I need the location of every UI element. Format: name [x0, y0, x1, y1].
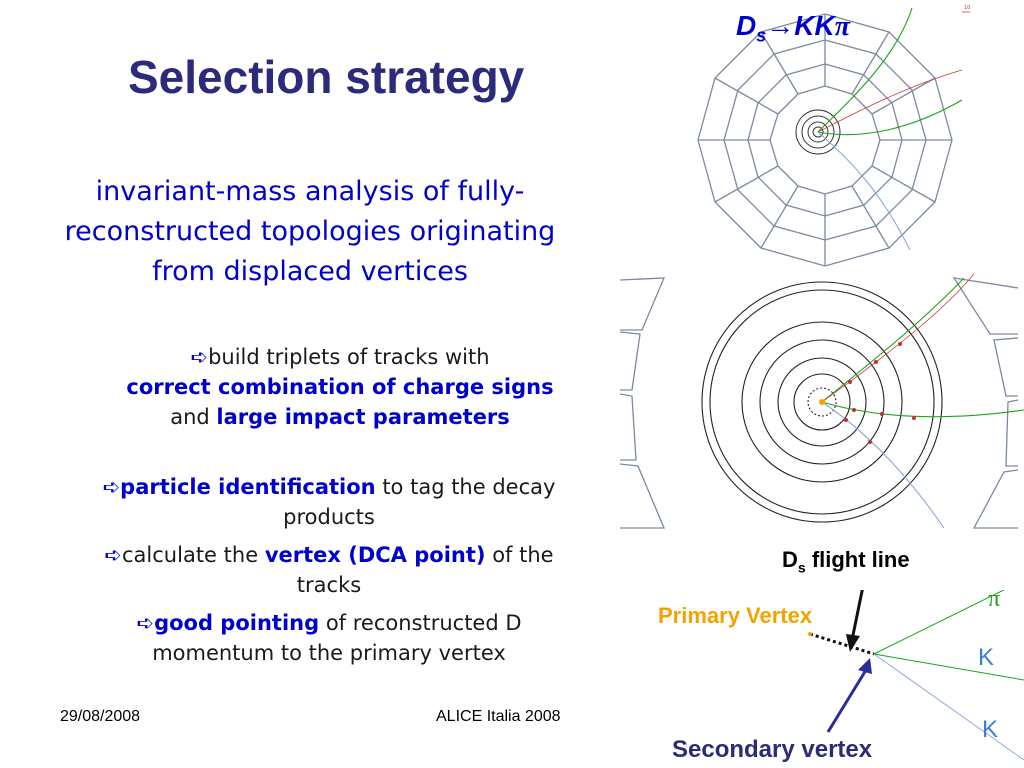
sub1-bold1: correct combination of charge signs: [126, 375, 554, 399]
sub2-post: to tag the decay products: [283, 475, 556, 529]
sub-bullet-pointing: ➪good pointing of reconstructed D moment…: [84, 608, 574, 668]
track-k1-label: K: [978, 644, 995, 671]
primary-vertex-label: Primary Vertex: [658, 603, 813, 628]
sub3-bold: vertex (DCA point): [264, 543, 486, 567]
flight-d: D: [782, 547, 798, 572]
main-bullet: invariant-mass analysis of fully-reconst…: [64, 176, 556, 287]
arrow-icon: ➪: [190, 345, 209, 369]
slide-title: Selection strategy: [128, 51, 525, 103]
vertex-dot: [819, 399, 825, 405]
sub-bullet-pid: ➪particle identification to tag the deca…: [84, 472, 574, 532]
flight-line: [809, 632, 875, 656]
zoom-tracks: [821, 273, 1024, 529]
track-lines: [817, 7, 963, 251]
sub2-bold: particle identification: [120, 475, 376, 499]
flight-s: s: [797, 559, 806, 576]
footer-event: ALICE Italia 2008: [436, 708, 561, 725]
secondary-vertex-arrowhead: [858, 658, 872, 674]
detector-zoom-view: [619, 273, 1024, 529]
sub1-mid: and: [170, 405, 210, 429]
track-kaon1: [873, 653, 1024, 681]
arrow-icon: ➪: [102, 475, 121, 499]
secondary-vertex-pointer: [826, 669, 868, 733]
flight-rest: flight line: [811, 547, 910, 572]
secondary-vertex-label: Secondary vertex: [672, 736, 873, 763]
flight-line-arrowhead: [846, 634, 860, 652]
detector-wireframe: [697, 13, 953, 267]
sub-bullet-vertex: ➪calculate the vertex (DCA point) of the…: [84, 540, 574, 600]
sub4-post: of reconstructed D momentum to the prima…: [152, 611, 522, 665]
decay-label: Ds→KKπ: [736, 10, 850, 47]
sub1-bold2: large impact parameters: [216, 405, 510, 429]
decay-arrow: →: [766, 10, 795, 41]
decay-s: s: [756, 25, 767, 46]
primary-vertex-point: [808, 632, 812, 636]
detector-end-view: 100: [697, 5, 970, 267]
track-kaon2: [873, 653, 1024, 761]
footer-date: 29/08/2008: [60, 708, 141, 725]
track-hits: [844, 342, 916, 444]
arrow-icon: ➪: [104, 543, 123, 567]
outer-segments: [619, 277, 1019, 529]
decay-d: D: [736, 10, 757, 41]
flight-line-label: Ds flight line: [782, 547, 910, 575]
arrow-icon: ➪: [136, 611, 155, 635]
sub1-pre: build triplets of tracks with: [208, 345, 490, 369]
flight-line-pointer: [850, 590, 864, 641]
scale-label: 100: [964, 5, 970, 11]
sub4-bold: good pointing: [154, 611, 320, 635]
sub3-post: of the tracks: [296, 543, 554, 597]
sub-bullet-triplets: ➪build triplets of tracks with correct c…: [120, 342, 560, 432]
vertex-schematic: [808, 590, 1024, 761]
track-k2-label: K: [982, 716, 999, 743]
sub3-pre: calculate the: [122, 543, 259, 567]
decay-pi: π: [834, 11, 850, 42]
track-pion: [873, 590, 1005, 655]
track-pi-label: π: [988, 586, 1001, 612]
inner-tracker-rings: [795, 109, 841, 155]
decay-kk: KK: [794, 10, 835, 41]
tracker-rings: [701, 281, 943, 523]
